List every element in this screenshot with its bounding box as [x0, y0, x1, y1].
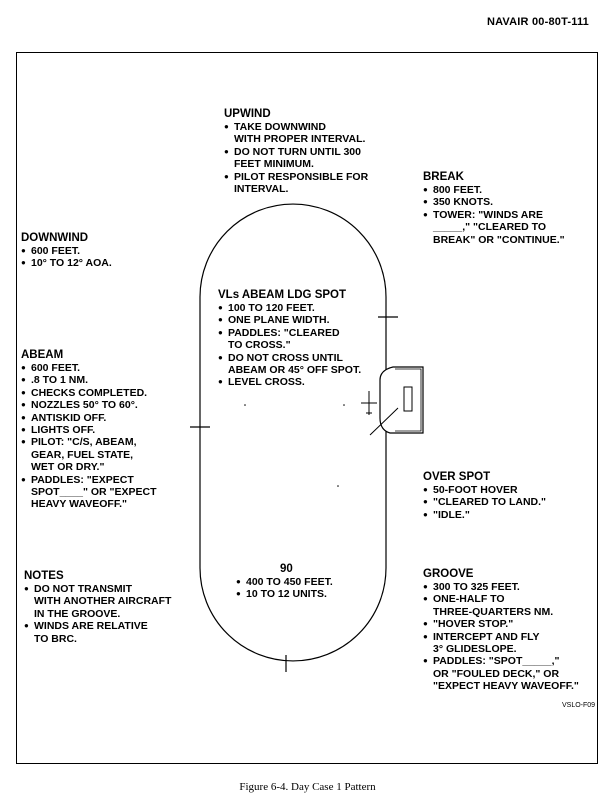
abeam-title: ABEAM: [21, 349, 64, 361]
aircraft-cross-icon: [361, 391, 377, 415]
list-item: LIGHTS OFF.: [21, 424, 157, 437]
list-item: .8 TO 1 NM.: [21, 374, 157, 387]
list-item: "HOVER STOP.": [423, 618, 579, 631]
list-item: PADDLES: "SPOT_____,"OR "FOULED DECK," O…: [423, 655, 579, 692]
groove-list: 300 TO 325 FEET. ONE-HALF TOTHREE-QUARTE…: [423, 581, 579, 693]
abeam-ldg-spot-title: VLs ABEAM LDG SPOT: [218, 289, 346, 301]
list-item: "IDLE.": [423, 509, 546, 522]
list-item: ONE PLANE WIDTH.: [218, 314, 361, 327]
list-item: 800 FEET.: [423, 184, 565, 197]
figure-caption: Figure 6-4. Day Case 1 Pattern: [239, 781, 376, 793]
marker-dot: [343, 404, 345, 406]
list-item: 600 FEET.: [21, 362, 157, 375]
over-spot-block: OVER SPOT 50-FOOT HOVER "CLEARED TO LAND…: [423, 470, 546, 522]
list-item: TOWER: "WINDS ARE_____," "CLEARED TOBREA…: [423, 209, 565, 246]
list-item: PILOT: "C/S, ABEAM,GEAR, FUEL STATE,WET …: [21, 436, 157, 473]
list-item: 50-FOOT HOVER: [423, 484, 546, 497]
list-item: 600 FEET.: [21, 245, 112, 258]
break-block: BREAK 800 FEET. 350 KNOTS. TOWER: "WINDS…: [423, 170, 565, 246]
marker-dot: [244, 404, 246, 406]
list-item: 10 TO 12 UNITS.: [236, 588, 333, 601]
downwind-title: DOWNWIND: [21, 232, 89, 244]
over-spot-title: OVER SPOT: [423, 471, 491, 483]
crossing-line: [369, 407, 399, 436]
upwind-title: UPWIND: [224, 108, 271, 120]
abeam-ldg-spot-block: VLs ABEAM LDG SPOT 100 TO 120 FEET. ONE …: [218, 288, 361, 389]
figure-code: VSLO-F09: [562, 702, 596, 709]
list-item: 10° TO 12° AOA.: [21, 257, 112, 270]
ninety-title: 90: [280, 563, 293, 575]
list-item: 350 KNOTS.: [423, 196, 565, 209]
list-item: 300 TO 325 FEET.: [423, 581, 579, 594]
list-item: 400 TO 450 FEET.: [236, 576, 333, 589]
list-item: CHECKS COMPLETED.: [21, 387, 157, 400]
ninety-block: 90 400 TO 450 FEET. 10 TO 12 UNITS.: [236, 562, 333, 601]
ship-icon: [379, 366, 424, 434]
list-item: 100 TO 120 FEET.: [218, 302, 361, 315]
list-item: "CLEARED TO LAND.": [423, 496, 546, 509]
abeam-ldg-spot-list: 100 TO 120 FEET. ONE PLANE WIDTH. PADDLE…: [218, 302, 361, 389]
list-item: LEVEL CROSS.: [218, 376, 361, 389]
downwind-list: 600 FEET. 10° TO 12° AOA.: [21, 245, 112, 270]
break-list: 800 FEET. 350 KNOTS. TOWER: "WINDS ARE__…: [423, 184, 565, 246]
over-spot-list: 50-FOOT HOVER "CLEARED TO LAND." "IDLE.": [423, 484, 546, 522]
downwind-block: DOWNWIND 600 FEET. 10° TO 12° AOA.: [21, 231, 112, 270]
document-id: NAVAIR 00-80T-111: [486, 16, 589, 28]
abeam-block: ABEAM 600 FEET. .8 TO 1 NM. CHECKS COMPL…: [21, 348, 157, 511]
groove-title: GROOVE: [423, 568, 474, 580]
ninety-list: 400 TO 450 FEET. 10 TO 12 UNITS.: [236, 576, 333, 601]
list-item: NOZZLES 50° TO 60°.: [21, 399, 157, 412]
marker-dot: [337, 485, 339, 487]
abeam-list: 600 FEET. .8 TO 1 NM. CHECKS COMPLETED. …: [21, 362, 157, 511]
racetrack-pattern: [199, 203, 387, 662]
list-item: ANTISKID OFF.: [21, 412, 157, 425]
groove-block: GROOVE 300 TO 325 FEET. ONE-HALF TOTHREE…: [423, 567, 579, 693]
figure-frame: [16, 52, 598, 764]
notes-title: NOTES: [24, 570, 64, 582]
break-title: BREAK: [423, 171, 464, 183]
